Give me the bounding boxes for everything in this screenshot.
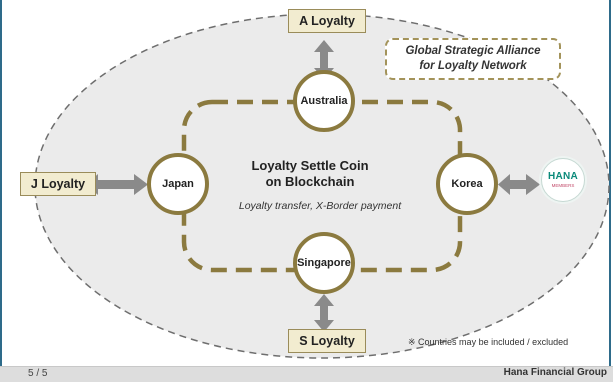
page-number: 5 / 5 [28,368,48,379]
center-subtitle: Loyalty transfer, X-Border payment [238,200,402,212]
s-loyalty-label: S Loyalty [299,334,355,348]
node-singapore-label: Singapore [297,257,351,269]
countries-note: ※ Countries may be included / excluded [408,337,569,347]
hana-logo-sub: MEMBERS [551,183,575,188]
alliance-line2: for Loyalty Network [419,60,527,72]
s-loyalty-box: S Loyalty [288,329,366,353]
arrow-korea-hana [498,174,540,195]
a-loyalty-label: A Loyalty [299,14,355,28]
node-korea-label: Korea [451,178,483,190]
node-japan: Japan [147,153,209,215]
hana-logo-main: HANA [547,171,579,182]
hana-members-logo: HANA MEMBERS [541,158,585,202]
arrow-singapore-s-loyalty [314,294,334,332]
j-loyalty-box: J Loyalty [20,172,96,196]
alliance-line1: Global Strategic Alliance [405,45,541,57]
node-australia-label: Australia [300,95,348,107]
node-singapore: Singapore [293,232,355,294]
j-loyalty-label: J Loyalty [30,177,86,191]
node-australia: Australia [293,70,355,132]
alliance-label-box: Global Strategic Alliance for Loyalty Ne… [385,38,561,80]
center-title: Loyalty Settle Coin on Blockchain [230,158,390,190]
node-japan-label: Japan [162,178,194,190]
a-loyalty-box: A Loyalty [288,9,366,33]
slide-frame [0,0,611,367]
center-title-line2: on Blockchain [265,174,355,189]
center-title-line1: Loyalty Settle Coin [251,158,369,173]
footer-bar [0,366,613,382]
node-korea: Korea [436,153,498,215]
footer-brand: Hana Financial Group [503,367,607,378]
